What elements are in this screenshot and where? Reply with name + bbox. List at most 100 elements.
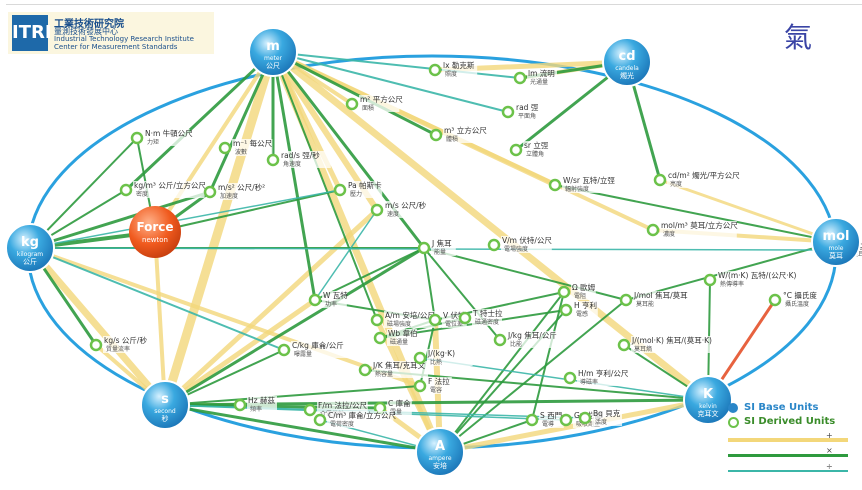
derived-unit-label-bg xyxy=(347,181,383,198)
derived-unit-label: kg/s 公斤/秒 xyxy=(104,335,147,345)
derived-unit-ring-icon xyxy=(619,293,633,307)
connection-line-s-W xyxy=(162,297,318,408)
legend-teal-mark: ÷ xyxy=(826,462,833,471)
derived-unit-sub: 電位差 xyxy=(445,320,463,328)
derived-unit-sub: 電量 xyxy=(390,409,402,416)
derived-unit-ring-icon xyxy=(428,313,442,327)
derived-unit-label-bg xyxy=(633,291,695,308)
derived-unit-sub: 輻射強度 xyxy=(565,185,589,193)
derived-unit-sub: 角速度 xyxy=(283,160,301,168)
derived-unit-sub: 力矩 xyxy=(147,138,159,146)
derived-unit-sub: 莫耳能 xyxy=(636,300,654,308)
derived-unit-label: J/K 焦耳/克耳文 xyxy=(372,360,426,370)
legend-yellow-line xyxy=(728,438,848,442)
derived-unit-ring-icon xyxy=(370,313,384,327)
derived-unit-ring-icon xyxy=(548,178,562,192)
derived-unit-sub: 照度 xyxy=(445,70,457,78)
derived-unit-label-bg xyxy=(217,183,273,200)
derived-unit-label: rad 弳 xyxy=(516,103,539,112)
derived-unit-Wm: W/(m·K) 瓦特/(公尺·K)熱傳導率 xyxy=(703,270,810,288)
base-unit-name-cn: 克耳文 xyxy=(698,409,719,418)
derived-unit-label: C/m³ 庫侖/立方公尺 xyxy=(328,410,396,420)
derived-unit-ring-icon xyxy=(513,71,527,85)
derived-unit-label-bg xyxy=(359,95,400,112)
derived-unit-label-bg xyxy=(247,396,277,413)
derived-unit-ring-icon xyxy=(768,293,782,307)
connection-line-m-ms2 xyxy=(208,50,275,194)
derived-unit-label: H/m 亨利/公尺 xyxy=(578,368,629,378)
derived-unit-label: Bq 貝克 xyxy=(593,409,621,418)
derived-unit-label-bg xyxy=(442,61,478,78)
derived-unit-label-bg xyxy=(443,126,484,143)
derived-unit-sub: 電容 xyxy=(430,386,442,394)
connection-line-A-ohm xyxy=(439,291,565,453)
derived-unit-label-bg xyxy=(232,139,273,156)
derived-unit-sub: 莫耳熵 xyxy=(634,345,652,353)
derived-unit-sub: 壓力 xyxy=(350,190,362,198)
connection-line-m-Am xyxy=(272,51,378,321)
derived-unit-label: S 西門 xyxy=(540,411,562,420)
base-unit-sphere-icon xyxy=(5,223,55,273)
connection-line-force-Pa xyxy=(154,189,341,233)
derived-unit-ring-icon xyxy=(428,63,442,77)
derived-unit-sub: 立體角 xyxy=(526,150,544,158)
derived-unit-sub: 熱容量 xyxy=(375,370,393,378)
derived-unit-label-bg xyxy=(431,239,456,256)
derived-unit-ring-icon xyxy=(487,238,501,252)
derived-unit-sub: 吸收劑量 xyxy=(576,420,600,428)
derived-unit-label: W/sr 瓦特/立弳 xyxy=(563,175,615,185)
connection-line-m-J xyxy=(271,50,426,250)
derived-unit-label: Pa 帕斯卡 xyxy=(348,180,382,190)
derived-unit-JkgK: J/(kg·K)比熱 xyxy=(413,349,473,366)
base-unit-symbol: m xyxy=(266,39,280,54)
derived-unit-label: kg/m³ 公斤/立方公尺 xyxy=(134,180,206,190)
connection-line-m-kgm3 xyxy=(124,50,275,192)
derived-unit-sub: 速度 xyxy=(387,210,399,218)
base-unit-name-cn: 燭光 xyxy=(620,71,634,80)
logo-subtitle-cn: 量測技術發展中心 xyxy=(54,27,118,36)
legend-teal-line xyxy=(728,470,848,472)
connection-line-kg-Ckg xyxy=(29,247,285,351)
derived-unit-ring-icon xyxy=(559,413,573,427)
derived-unit-ring-icon xyxy=(303,403,317,417)
base-unit-symbol: K xyxy=(703,387,714,402)
derived-unit-label: W 瓦特 xyxy=(323,290,348,300)
derived-unit-label-bg xyxy=(782,291,818,308)
derived-unit-label-bg xyxy=(327,411,394,428)
derived-unit-ring-icon xyxy=(119,183,133,197)
derived-unit-label-bg xyxy=(667,171,739,188)
derived-unit-sub: 體積 xyxy=(446,135,458,143)
derived-unit-label: Hz 赫茲 xyxy=(248,395,275,405)
connection-line-force-s xyxy=(153,230,167,407)
connection-line-m-m3 xyxy=(271,50,438,137)
derived-unit-ring-icon xyxy=(578,411,592,425)
derived-unit-sub: 亮度 xyxy=(670,180,682,188)
connection-line-kg-Pa xyxy=(29,189,341,249)
derived-unit-label-bg xyxy=(539,411,564,428)
derived-unit-label: °C 攝氏度 xyxy=(783,290,817,300)
derived-unit-sub: 加速度 xyxy=(220,192,238,200)
derived-unit-ring-icon xyxy=(233,398,247,412)
derived-unit-label: C/kg 庫侖/公斤 xyxy=(292,340,344,350)
connection-line-kg-s xyxy=(26,244,169,409)
derived-unit-sub: 磁場強度 xyxy=(387,320,411,328)
derived-unit-label-bg xyxy=(384,311,435,328)
derived-unit-sub: 活度 xyxy=(595,418,607,426)
legend-derived-units: SI Derived Units xyxy=(744,416,836,427)
connection-line-ohm-S xyxy=(531,291,565,421)
base-unit-sphere-icon xyxy=(683,375,733,425)
